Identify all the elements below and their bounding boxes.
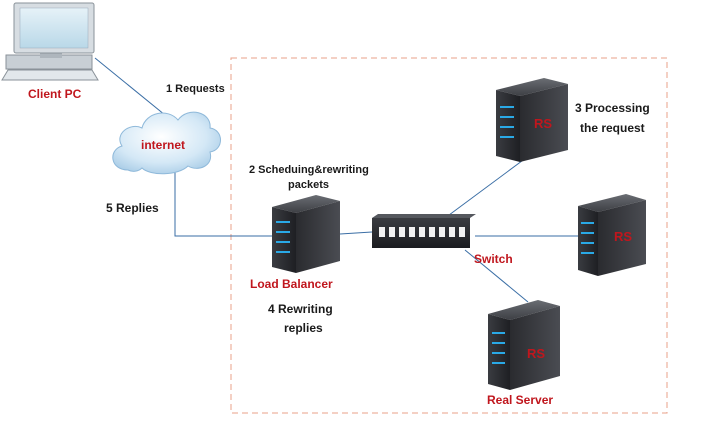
step-4-label-line2: replies: [284, 321, 323, 335]
link-switch-rs-bottom: [464, 249, 529, 303]
real-server-bottom-icon: [488, 300, 560, 390]
internet-cloud-icon: [112, 111, 221, 175]
step-2-label-line2: packets: [288, 179, 329, 191]
link-switch-rs-top: [444, 154, 531, 219]
network-links: [94, 57, 580, 303]
client-pc-icon: [1, 2, 99, 81]
step-3-label-line1: 3 Processing: [575, 101, 650, 115]
internet-label: internet: [141, 138, 185, 152]
load-balancer-server-icon: [272, 195, 340, 273]
step-4-label-line1: 4 Rewriting: [268, 302, 333, 316]
load-balancer-label: Load Balancer: [250, 277, 333, 291]
real-server-top-icon: [496, 78, 568, 162]
real-server-right-icon: [578, 194, 646, 276]
real-server-label: Real Server: [487, 393, 553, 407]
rs-right-label: RS: [614, 229, 632, 244]
switch-icon: [372, 214, 476, 248]
step-5-label: 5 Replies: [106, 201, 159, 215]
switch-label: Switch: [474, 252, 513, 266]
rs-top-label: RS: [534, 116, 552, 131]
rs-bottom-label: RS: [527, 346, 545, 361]
step-2-label-line1: 2 Scheduing&rewriting: [249, 164, 369, 176]
client-pc-label: Client PC: [28, 87, 82, 101]
link-client-internet: [94, 57, 166, 116]
link-balancer-switch: [339, 231, 373, 235]
step-3-label-line2: the request: [580, 121, 645, 135]
link-internet-balancer: [174, 170, 275, 237]
step-1-label: 1 Requests: [166, 83, 225, 95]
